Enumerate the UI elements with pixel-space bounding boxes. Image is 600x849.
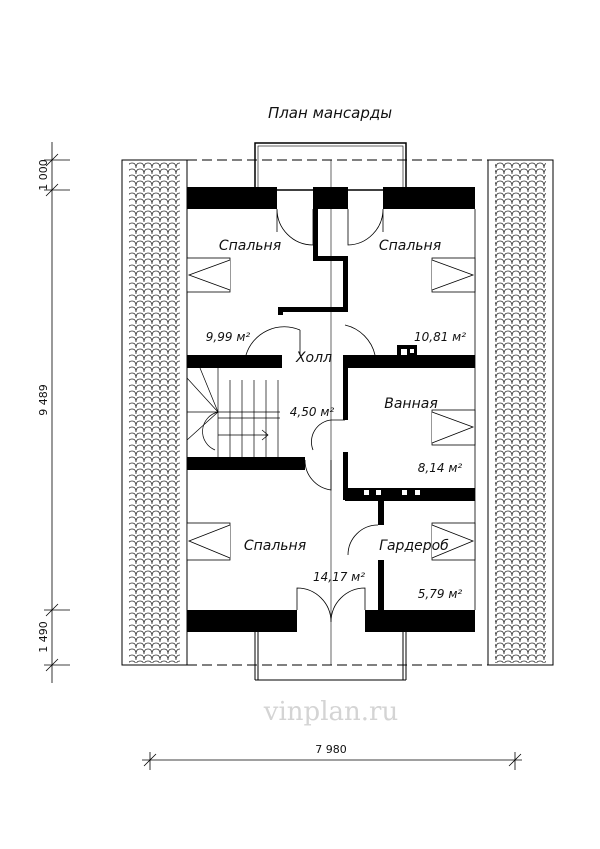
room-area: 4,50 м²: [290, 405, 335, 419]
plan-title: План мансарды: [268, 104, 392, 122]
chimney-vents: [364, 490, 420, 495]
room-name: Спальня: [219, 238, 281, 254]
dimension-lines: [44, 142, 522, 770]
roof-right: [487, 159, 554, 666]
roof-left: [121, 159, 188, 666]
room-area: 14,17 м²: [313, 570, 365, 584]
doors: [245, 208, 384, 623]
room-name: Спальня: [379, 238, 441, 254]
watermark: vinplan.ru: [263, 697, 398, 727]
room-name: Гардероб: [379, 538, 449, 554]
chimney: [397, 345, 417, 357]
windows: [186, 257, 476, 561]
dimension-top: 1 000: [37, 159, 50, 191]
room-area: 5,79 м²: [418, 587, 463, 601]
room-name: Холл: [295, 350, 332, 366]
room-area: 10,81 м²: [414, 330, 466, 344]
dimension-width: 7 980: [315, 743, 347, 756]
dimension-height: 9 489: [37, 384, 50, 416]
dimension-bottom: 1 490: [37, 621, 50, 653]
room-name: Ванная: [384, 396, 438, 412]
room-area: 8,14 м²: [418, 461, 463, 475]
room-area: 9,99 м²: [206, 330, 251, 344]
stairs: [186, 367, 280, 457]
room-name: Спальня: [244, 538, 306, 554]
